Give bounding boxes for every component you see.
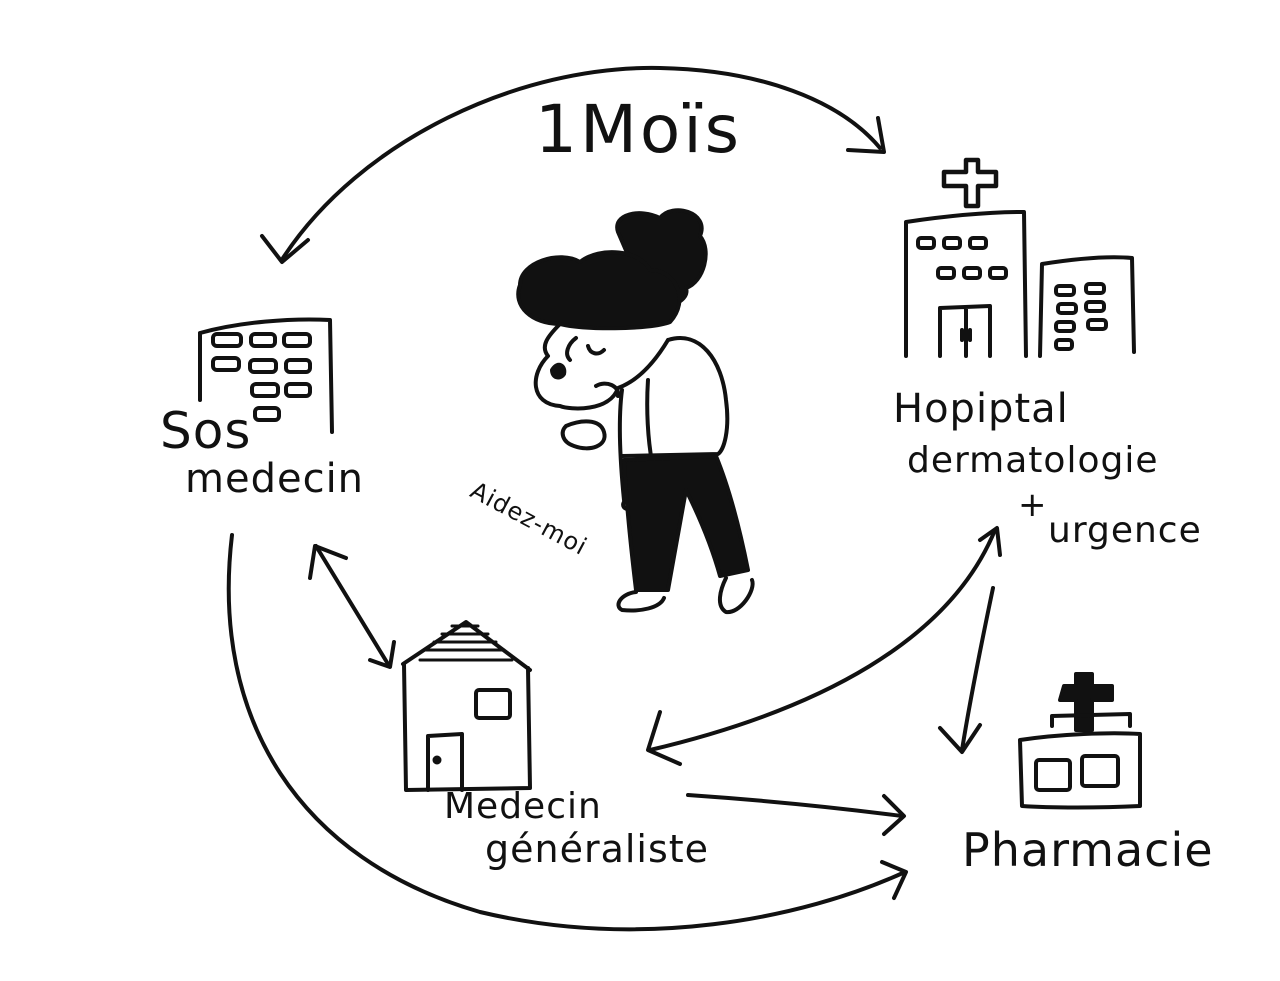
house-icon (401, 620, 532, 792)
generaliste-label-line2: généraliste (485, 827, 710, 871)
hospital-label-line2: dermatologie (907, 440, 1159, 481)
hospital-label-plus: + (1018, 485, 1048, 525)
office-building-icon (198, 317, 334, 434)
crying-person-icon (516, 208, 755, 615)
pharmacy-label: Pharmacie (962, 823, 1214, 877)
arrow-sos-generaliste (308, 544, 396, 669)
arrow-hospital-generaliste (646, 526, 1002, 766)
pharmacy-icon (1018, 672, 1142, 810)
arrow-sos-hospital (260, 65, 886, 264)
arrow-generaliste-pharmacy (686, 793, 906, 836)
generaliste-label: Medecin (444, 786, 602, 827)
hospital-label-line4: urgence (1048, 510, 1202, 551)
sos-medecin-label-line2: medecin (185, 456, 365, 502)
hospital-label: Hopiptal (893, 386, 1069, 432)
sos-medecin-label: Sos (160, 402, 252, 460)
arrow-hospital-pharmacy (938, 586, 995, 754)
hospital-building-icon (904, 157, 1136, 358)
arrow-sos-pharmacy (226, 533, 908, 932)
duration-label: 1Moïs (535, 91, 743, 168)
